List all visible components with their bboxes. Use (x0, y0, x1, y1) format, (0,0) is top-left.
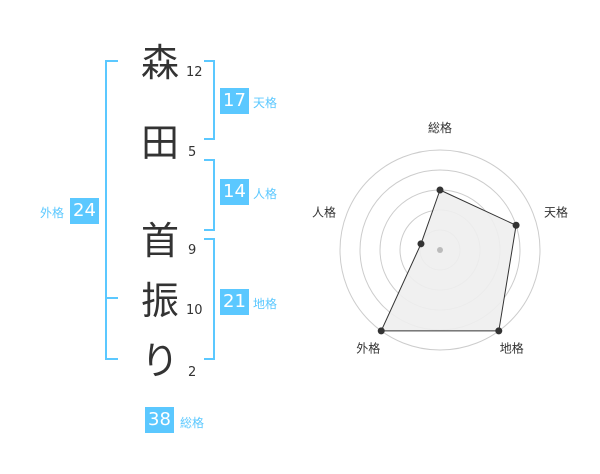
chikaku-bracket (204, 238, 215, 360)
radar-axis-label-4: 外格 (356, 341, 380, 356)
stroke-count-2: 5 (188, 145, 197, 160)
jinkaku-bracket (204, 159, 215, 231)
radar-point-4 (377, 327, 385, 335)
soukaku-label: 総格 (180, 416, 205, 430)
tenkaku-badge: 17 (220, 88, 249, 114)
name-char-5: り (140, 339, 179, 383)
chikaku-label: 地格 (253, 297, 278, 311)
radar-axis-label-5: 人格 (312, 204, 336, 219)
jinkaku-label: 人格 (253, 187, 278, 201)
outer-bracket (105, 60, 118, 360)
radar-point-3 (495, 327, 503, 335)
name-breakdown-panel: 森 田 首 振 り 12 5 9 10 2 17 天格 14 人格 21 地格 … (0, 0, 300, 470)
radar-series-area (380, 189, 517, 332)
jinkaku-badge: 14 (220, 179, 249, 205)
name-char-2: 田 (140, 121, 179, 165)
radar-axis-label-2: 天格 (544, 204, 568, 219)
tenkaku-label: 天格 (253, 96, 278, 110)
radar-grid-ring-5 (339, 149, 541, 351)
stroke-count-5: 2 (188, 365, 197, 380)
radar-point-2 (512, 221, 520, 229)
stroke-count-4: 10 (186, 303, 203, 318)
gaikaku-label: 外格 (40, 206, 65, 220)
stroke-count-3: 9 (188, 243, 197, 258)
name-char-1: 森 (140, 41, 179, 85)
stroke-count-1: 12 (186, 65, 203, 80)
radar-axis-label-1: 総格 (428, 120, 452, 135)
radar-chart-panel: 総格天格地格 外格 人格 (300, 0, 600, 470)
radar-center-point (437, 247, 443, 253)
radar-point-1 (436, 186, 444, 194)
bracket-lines (105, 60, 215, 360)
name-char-3: 首 (140, 219, 179, 263)
tenkaku-bracket (204, 60, 215, 140)
radar-point-5 (417, 240, 425, 248)
gaikaku-badge: 24 (70, 198, 99, 224)
chikaku-badge: 21 (220, 289, 249, 315)
radar-axis-label-3: 地格 (500, 341, 524, 356)
soukaku-badge: 38 (145, 407, 174, 433)
name-char-4: 振 (140, 279, 179, 323)
